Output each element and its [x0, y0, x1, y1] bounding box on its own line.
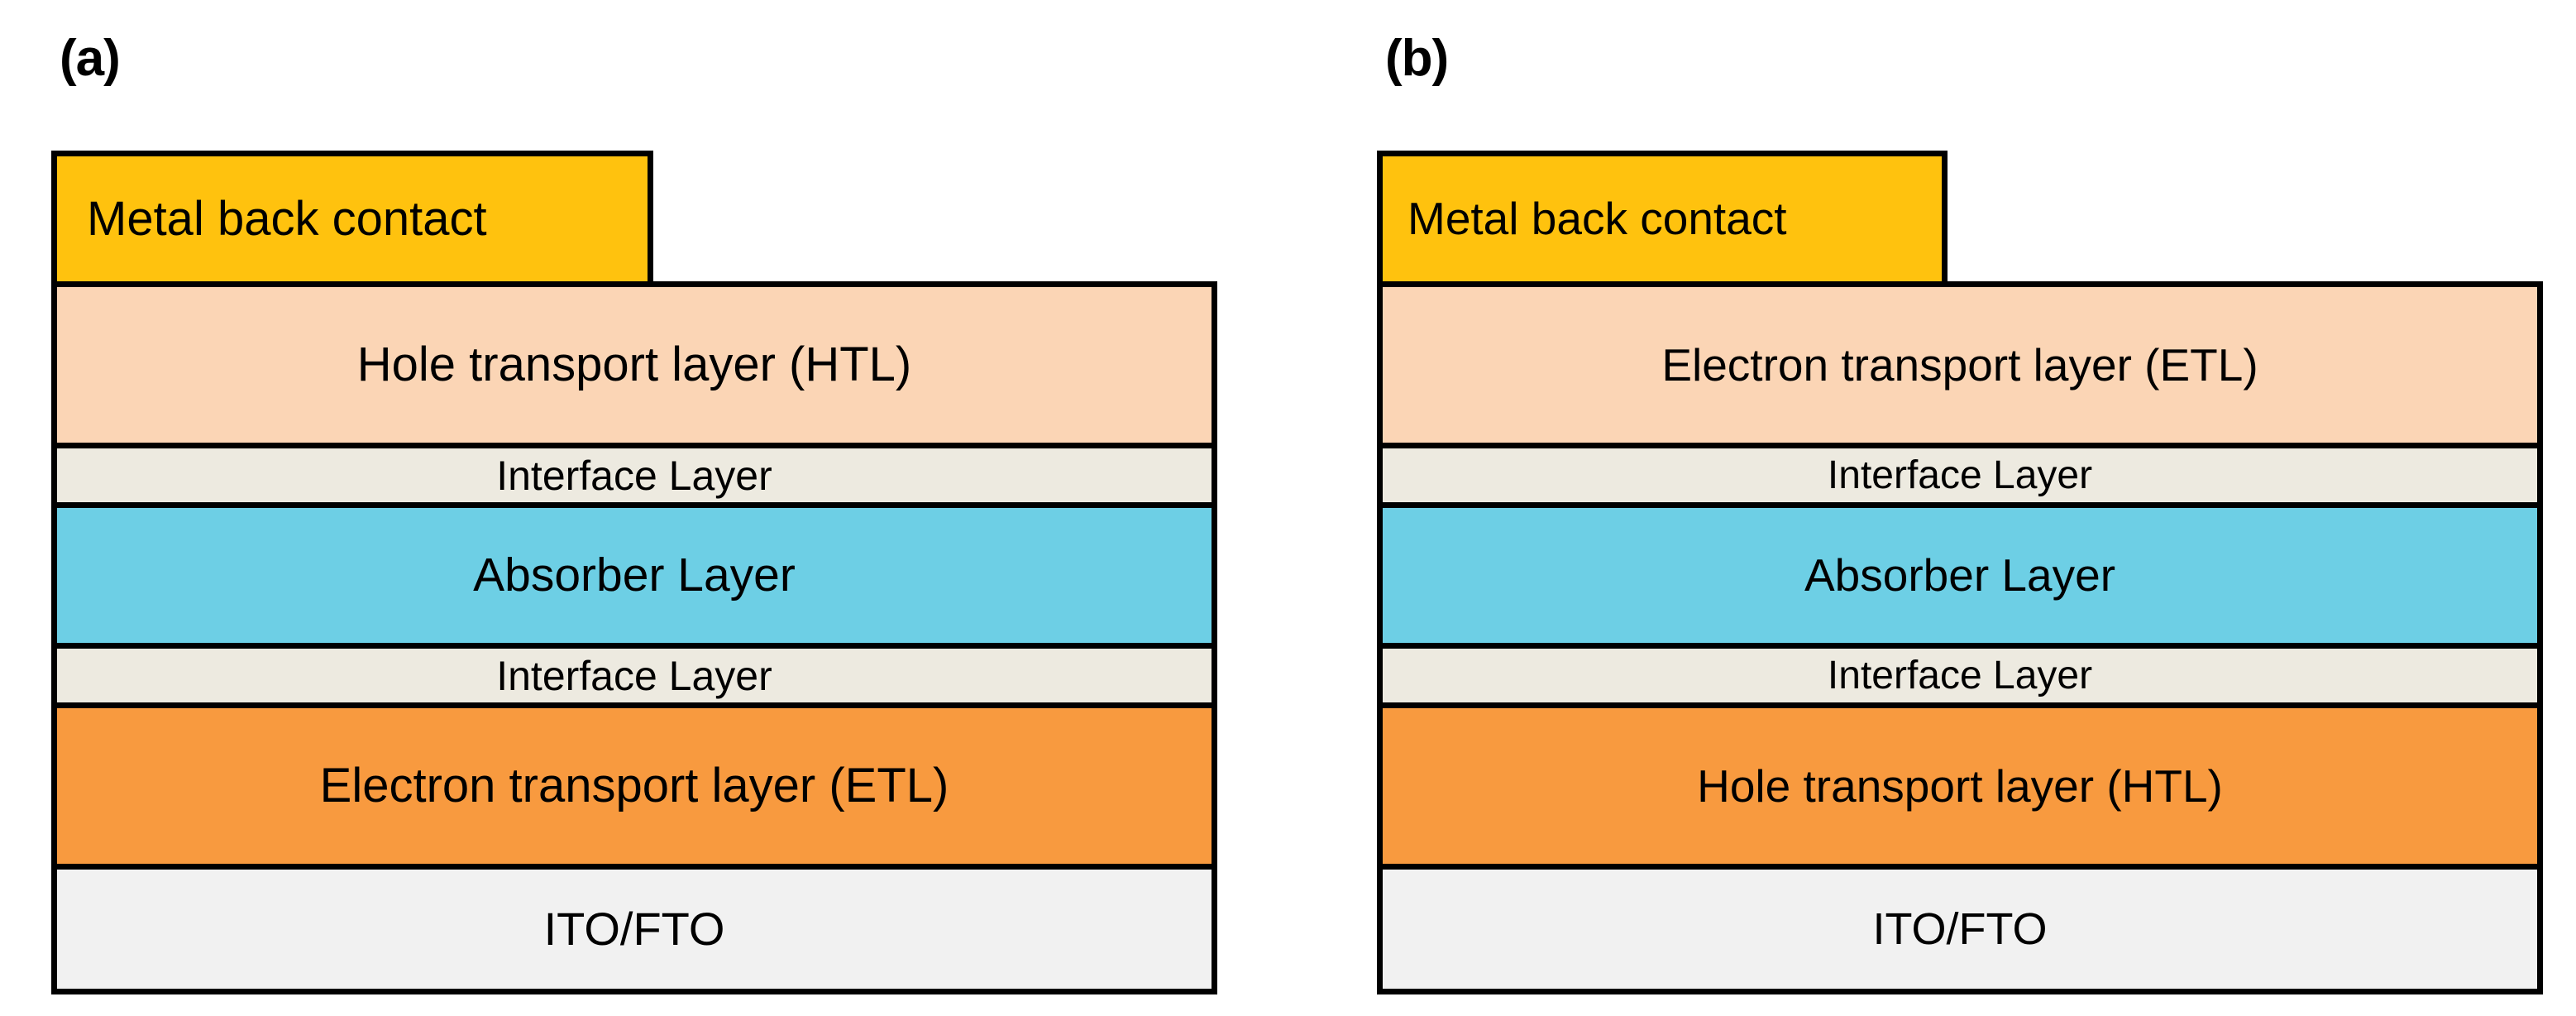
panel-a-substrate-layer[interactable]: ITO/FTO: [51, 864, 1217, 994]
panel-b-interface-layer-top-label: Interface Layer: [1827, 453, 2093, 497]
panel-b-substrate-layer[interactable]: ITO/FTO: [1377, 864, 2543, 994]
panel-b-electron-transport-layer[interactable]: Electron transport layer (ETL): [1377, 281, 2543, 443]
panel-b-substrate-layer-label: ITO/FTO: [1872, 904, 2048, 954]
panel-a-electron-transport-layer-label: Electron transport layer (ETL): [319, 759, 949, 812]
panel-a-interface-layer-bottom-label: Interface Layer: [496, 652, 772, 699]
panel-b-electron-transport-layer-label: Electron transport layer (ETL): [1661, 338, 2258, 391]
panel-a-interface-layer-top-label: Interface Layer: [496, 452, 772, 499]
panel-b-absorber-layer[interactable]: Absorber Layer: [1377, 502, 2543, 643]
panel-b-stack: Metal back contact Electron transport la…: [1377, 151, 2543, 994]
panel-a-absorber-layer-label: Absorber Layer: [473, 549, 796, 601]
panel-b-absorber-layer-label: Absorber Layer: [1804, 549, 2116, 601]
panel-a-electron-transport-layer[interactable]: Electron transport layer (ETL): [51, 702, 1217, 864]
panel-a-label: (a): [60, 30, 121, 87]
panel-b-interface-layer-bottom[interactable]: Interface Layer: [1377, 643, 2543, 702]
panel-a-interface-layer-top[interactable]: Interface Layer: [51, 443, 1217, 502]
panel-a-metal-back-contact-label: Metal back contact: [87, 191, 487, 246]
panel-a-substrate-layer-label: ITO/FTO: [543, 903, 725, 955]
panel-a-interface-layer-bottom[interactable]: Interface Layer: [51, 643, 1217, 702]
panel-a-hole-transport-layer[interactable]: Hole transport layer (HTL): [51, 281, 1217, 443]
panel-b-hole-transport-layer-label: Hole transport layer (HTL): [1697, 760, 2223, 812]
panel-a-stack: Metal back contact Hole transport layer …: [51, 151, 1217, 994]
panel-b-label: (b): [1385, 30, 1449, 87]
panel-b-contact-row: Metal back contact: [1377, 151, 2543, 281]
panel-b-interface-layer-bottom-label: Interface Layer: [1827, 653, 2093, 697]
panel-b-hole-transport-layer[interactable]: Hole transport layer (HTL): [1377, 702, 2543, 864]
panel-b-metal-back-contact-label: Metal back contact: [1407, 193, 1787, 244]
panel-a-metal-back-contact[interactable]: Metal back contact: [51, 151, 653, 281]
panel-b-metal-back-contact[interactable]: Metal back contact: [1377, 151, 1948, 281]
panel-a-hole-transport-layer-label: Hole transport layer (HTL): [356, 338, 912, 391]
panel-a-absorber-layer[interactable]: Absorber Layer: [51, 502, 1217, 643]
panel-b-interface-layer-top[interactable]: Interface Layer: [1377, 443, 2543, 502]
panel-a-contact-row: Metal back contact: [51, 151, 1217, 281]
